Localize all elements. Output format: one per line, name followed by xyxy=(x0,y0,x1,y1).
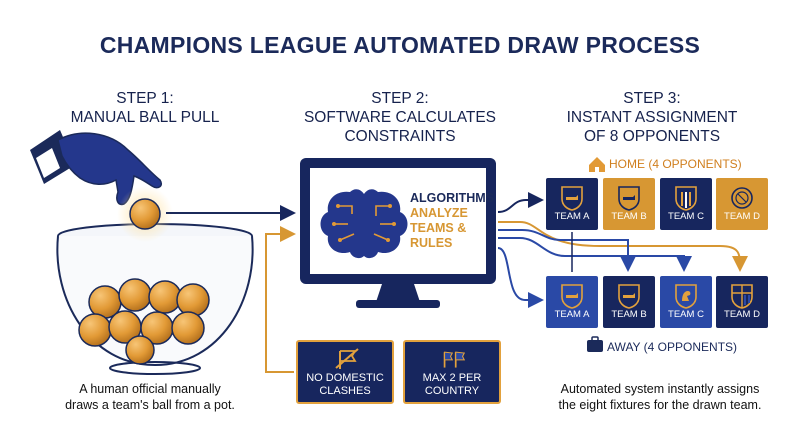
two-flags-icon xyxy=(443,351,466,368)
rule-1-line1: NO DOMESTIC xyxy=(306,372,384,384)
home-team-a-name: TEAM A xyxy=(554,211,590,222)
step-3-caption-line2: the eight fixtures for the drawn team. xyxy=(558,398,762,412)
rule-max-two-per-country: MAX 2 PER COUNTRY xyxy=(403,340,501,404)
away-team-c-card: TEAM C xyxy=(660,276,712,328)
drawn-ball xyxy=(129,198,161,230)
algorithm-text: ALGORITHMS ANALYZE TEAMS & RULES xyxy=(410,191,494,251)
away-team-c-name: TEAM C xyxy=(668,309,704,320)
pot-balls xyxy=(78,278,210,365)
away-label: AWAY (4 OPPONENTS) xyxy=(607,340,738,354)
quartered-crest-icon xyxy=(731,284,753,309)
home-icon xyxy=(589,157,605,172)
away-team-b-card: TEAM B xyxy=(603,276,655,328)
step-1-number: STEP 1: xyxy=(116,90,174,107)
step-3-title-line2: OF 8 OPPONENTS xyxy=(583,128,721,145)
algorithm-line-4: RULES xyxy=(410,236,453,250)
crossed-flag-icon xyxy=(335,348,359,369)
algorithm-line-1: ALGORITHMS xyxy=(410,191,495,205)
home-team-c-card: TEAM C xyxy=(660,178,712,230)
away-team-a-name: TEAM A xyxy=(554,309,590,320)
home-team-a-card: TEAM A xyxy=(546,178,598,230)
shield-crest-icon xyxy=(561,186,583,211)
step-3-caption-line1: Automated system instantly assigns xyxy=(560,382,760,396)
shield-crest-icon xyxy=(561,284,583,309)
algorithm-line-3: TEAMS & xyxy=(410,221,467,235)
shield-crest-icon xyxy=(618,186,640,211)
home-team-b-card: TEAM B xyxy=(603,178,655,230)
constraints-connector xyxy=(265,226,296,373)
home-team-d-card: TEAM D xyxy=(716,178,768,230)
step-3-caption: Automated system instantly assigns the e… xyxy=(540,381,780,413)
home-team-c-name: TEAM C xyxy=(668,211,704,222)
shield-crest-icon xyxy=(618,284,640,309)
step-1-caption-line1: A human official manually xyxy=(79,382,221,396)
step-3-number: STEP 3: xyxy=(623,90,681,107)
rule-1-text: NO DOMESTIC CLASHES xyxy=(298,372,392,398)
algorithm-line-2: ANALYZE xyxy=(410,206,468,220)
step-1-heading: STEP 1: MANUAL BALL PULL xyxy=(50,89,240,127)
brain-icon xyxy=(320,189,408,259)
round-crest-icon xyxy=(731,187,753,209)
step-1-title: MANUAL BALL PULL xyxy=(70,109,220,126)
step-1-caption-line2: draws a team's ball from a pot. xyxy=(65,398,235,412)
hand-icon xyxy=(30,130,163,206)
step-2-title-line1: SOFTWARE CALCULATES xyxy=(303,109,497,126)
step-3-title-line1: INSTANT ASSIGNMENT xyxy=(566,109,738,126)
striped-crest-icon xyxy=(675,186,697,211)
home-team-b-name: TEAM B xyxy=(611,211,647,222)
away-team-d-name: TEAM D xyxy=(724,309,760,320)
suitcase-icon xyxy=(587,336,603,352)
away-team-d-card: TEAM D xyxy=(716,276,768,328)
step-1-caption: A human official manually draws a team's… xyxy=(40,381,260,413)
step-2-heading: STEP 2: SOFTWARE CALCULATES CONSTRAINTS xyxy=(290,89,510,146)
step-3-heading: STEP 3: INSTANT ASSIGNMENT OF 8 OPPONENT… xyxy=(552,89,752,146)
rule-2-line1: MAX 2 PER xyxy=(422,372,482,384)
bird-crest-icon xyxy=(675,284,697,309)
assignment-connectors xyxy=(497,192,748,308)
page-title: CHAMPIONS LEAGUE AUTOMATED DRAW PROCESS xyxy=(99,32,701,58)
rule-1-line2: CLASHES xyxy=(319,385,371,397)
step-2-title-line2: CONSTRAINTS xyxy=(344,128,456,145)
rule-2-line2: COUNTRY xyxy=(424,385,480,397)
away-team-b-name: TEAM B xyxy=(611,309,647,320)
step-2-number: STEP 2: xyxy=(371,90,429,107)
rule-no-domestic-clashes: NO DOMESTIC CLASHES xyxy=(296,340,394,404)
ball-pot xyxy=(56,223,254,375)
home-team-d-name: TEAM D xyxy=(724,211,760,222)
away-team-a-card: TEAM A xyxy=(546,276,598,328)
home-label: HOME (4 OPPONENTS) xyxy=(609,157,742,171)
rule-2-text: MAX 2 PER COUNTRY xyxy=(405,372,499,398)
